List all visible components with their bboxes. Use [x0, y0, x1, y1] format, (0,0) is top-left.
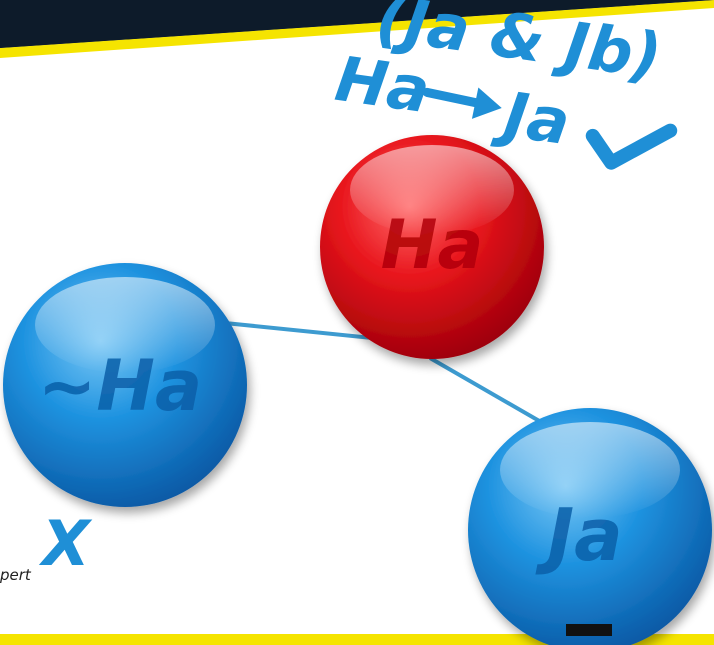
edge-not-ha-ha: [214, 320, 393, 342]
node-ha-label: Ha: [381, 206, 484, 285]
edge-ha-ja: [429, 356, 549, 428]
top-banner-stripe: [0, 0, 714, 58]
node-ha: Ha: [320, 135, 544, 359]
annotation-line2-right: Ja: [489, 76, 574, 159]
edges: [214, 320, 549, 428]
check-mark-icon: [585, 123, 678, 170]
node-not-ha-label: ~Ha: [38, 345, 202, 427]
corner-text: pert: [0, 566, 32, 584]
cross-mark: X: [38, 507, 93, 580]
node-ja: Ja: [468, 408, 712, 645]
bottom-tag: [566, 624, 612, 636]
node-not-ha: ~Ha: [3, 263, 247, 507]
annotation-line2-left: Ha: [331, 42, 434, 127]
node-ja-label: Ja: [535, 493, 622, 577]
top-banner: [0, 0, 714, 58]
right-arrow-icon: [422, 87, 502, 119]
bottom-stripe: [0, 634, 714, 645]
